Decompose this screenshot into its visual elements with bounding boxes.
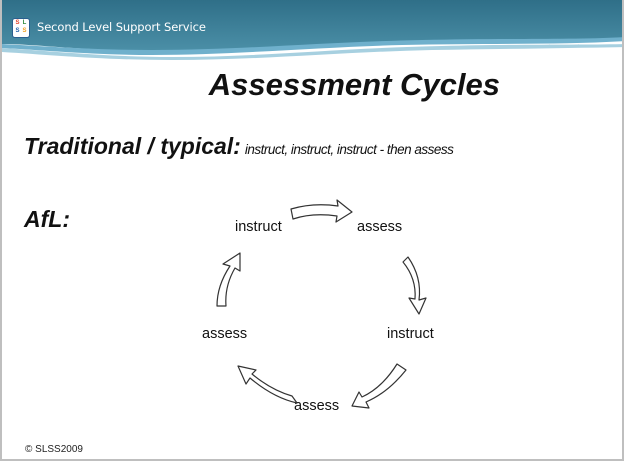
logo-letter: S xyxy=(15,20,20,26)
logo-letter: S xyxy=(15,28,20,34)
cycle-step-instruct-right: instruct xyxy=(387,326,434,342)
arrow-down-icon xyxy=(402,256,427,315)
traditional-line: Traditional / typical:instruct, instruct… xyxy=(24,133,454,160)
logo-letter: L xyxy=(22,20,27,26)
arrow-up-icon xyxy=(216,252,241,307)
slss-logo: S L S S xyxy=(13,19,29,37)
arrow-up-left-icon xyxy=(237,365,298,404)
copyright-footer: © SLSS2009 xyxy=(25,444,83,455)
arrow-down-left-icon xyxy=(351,363,407,409)
logo-letter: S xyxy=(22,28,27,34)
afl-label: AfL: xyxy=(24,206,70,232)
slide-title: Assessment Cycles xyxy=(208,67,500,102)
arrow-right-icon xyxy=(290,199,353,223)
traditional-label: Traditional / typical: xyxy=(24,133,241,159)
traditional-description: instruct, instruct, instruct - then asse… xyxy=(244,142,454,157)
cycle-step-instruct-top: instruct xyxy=(235,219,282,235)
service-name: Second Level Support Service xyxy=(37,20,206,34)
cycle-step-assess-bottom: assess xyxy=(294,398,340,414)
cycle-step-assess-left: assess xyxy=(202,326,248,342)
header-band xyxy=(2,0,622,60)
cycle-step-assess-top: assess xyxy=(357,219,403,235)
